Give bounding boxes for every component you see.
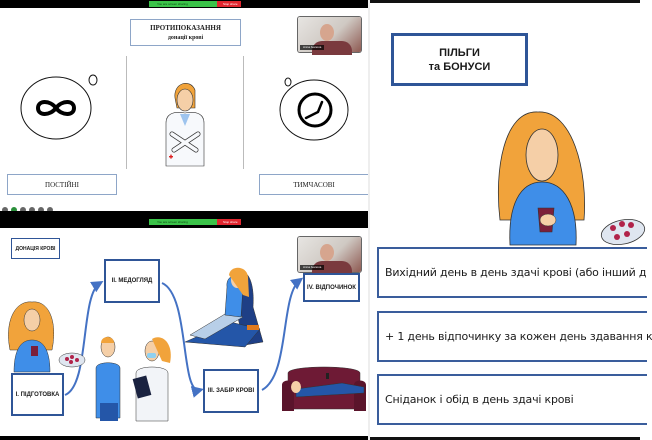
bubble-small <box>284 77 292 87</box>
woman-with-drink-illustration <box>497 111 646 246</box>
face <box>291 381 301 393</box>
reclining-person <box>295 382 365 398</box>
participant-video[interactable]: Anna Ivanova <box>298 237 361 275</box>
donor-in-chair-illustration <box>184 267 264 348</box>
benefits-title-box: ПІЛЬГИ та БОНУСИ <box>391 33 528 86</box>
person-on-sofa-illustration <box>282 366 366 411</box>
infinity-thought-bubble <box>20 74 98 140</box>
blood-bag <box>247 325 259 330</box>
pen-icon[interactable] <box>11 207 17 213</box>
step-preparation: І. ПІДГОТОВКА <box>11 373 64 416</box>
slide-title-box: ПРОТИПОКАЗАННЯ донації крові <box>130 19 241 46</box>
category-permanent: ПОСТІЙНІ <box>7 174 117 195</box>
step-blood-collection: ІІІ. ЗАБІР КРОВІ <box>203 369 259 413</box>
arrow-step3-to-step4 <box>261 277 304 391</box>
patient-hair <box>101 337 114 343</box>
bubble-outline <box>279 79 349 141</box>
share-controls: You are screen sharing Stop share <box>149 1 241 7</box>
bubble-outline <box>20 76 92 140</box>
divider-right <box>243 56 244 169</box>
benefits-title-line1: ПІЛЬГИ <box>439 46 480 59</box>
more-icon[interactable] <box>47 207 53 213</box>
doctor-hair <box>152 337 171 363</box>
doctor-and-patient-illustration <box>95 336 171 422</box>
lab-coat <box>165 112 205 167</box>
participant-name: Anna Ivanova <box>300 45 325 50</box>
divider-left <box>126 56 127 169</box>
annotation-toolbar <box>2 207 53 213</box>
stop-share-button[interactable]: Stop share <box>217 219 241 225</box>
phone <box>326 373 329 379</box>
sharing-indicator[interactable]: You are screen sharing <box>149 1 217 7</box>
mask <box>147 353 156 358</box>
woman-with-snacks-illustration <box>8 301 86 373</box>
patient-pants <box>100 403 118 421</box>
panel-bottom-bar <box>0 211 370 215</box>
slide-subtitle: донації крові <box>167 34 204 41</box>
video-icon[interactable] <box>29 207 35 213</box>
red-cross-v <box>170 154 172 159</box>
screenshot-icon[interactable] <box>20 207 26 213</box>
hair <box>229 267 249 297</box>
category-temporary: ТИМЧАСОВІ <box>259 174 369 195</box>
share-controls: You are screen sharing Stop share <box>149 219 241 225</box>
process-arrows <box>64 277 304 398</box>
sharing-indicator[interactable]: You are screen sharing <box>149 219 217 225</box>
face <box>23 308 41 332</box>
tool-icon[interactable] <box>2 207 8 213</box>
benefit-item-extra-rest-day: + 1 день відпочинку за кожен день здаван… <box>377 311 652 362</box>
participant-face <box>320 24 334 41</box>
hand <box>539 213 557 227</box>
screen-share-bar: You are screen sharing Stop share <box>0 215 370 228</box>
benefits-title-line2: та БОНУСИ <box>428 60 491 73</box>
slide-title: ДОНАЦІЯ КРОВІ <box>11 238 60 259</box>
participant-body <box>312 261 352 275</box>
infinity-icon <box>35 100 77 116</box>
step-medical-check: ІІ. МЕДОГЛЯД <box>104 259 160 303</box>
plate <box>58 352 86 368</box>
contraindications-slide-panel: You are screen sharing Stop share ПРОТИП… <box>0 0 370 215</box>
top-bar <box>370 0 640 3</box>
arrow-step2-to-step3 <box>161 282 204 398</box>
benefit-item-day-off: Вихідний день в день здачі крові (або ін… <box>377 247 647 298</box>
panel-divider <box>368 0 370 440</box>
bottom-bar <box>370 437 640 440</box>
donation-slide-panel: You are screen sharing Stop share ДОНАЦІ… <box>0 215 370 440</box>
participant-face <box>320 244 334 261</box>
stop-share-button[interactable]: Stop share <box>217 1 241 7</box>
participant-name: Anna Ivanova <box>300 265 325 270</box>
plate <box>600 219 646 245</box>
collar <box>180 114 190 126</box>
cup <box>31 346 38 356</box>
face <box>525 128 559 182</box>
benefits-slide-panel: ПІЛЬГИ та БОНУСИ Вихідний день в день зд… <box>370 0 652 440</box>
doctor-crossed-arms-illustration <box>165 83 205 167</box>
sofa-arms <box>282 380 366 411</box>
bubble-small <box>88 74 98 86</box>
sleeves <box>170 132 200 152</box>
face <box>176 88 194 112</box>
arrow-step1-to-step2 <box>64 280 104 396</box>
clock-icon <box>297 92 333 128</box>
panel-bottom-bar <box>0 436 370 440</box>
participant-body <box>312 41 352 55</box>
x-ray-tablet <box>132 375 152 399</box>
legs <box>189 310 244 340</box>
screen-share-bar: You are screen sharing Stop share <box>0 0 370 8</box>
clock-thought-bubble <box>279 77 349 141</box>
participant-video[interactable]: Anna Ivanova <box>298 17 361 55</box>
slide-title: ПРОТИПОКАЗАННЯ <box>150 23 221 32</box>
step-rest: ІV. ВІДПОЧИНОК <box>303 273 360 302</box>
benefit-item-meals: Сніданок і обід в день здачі крові <box>377 374 647 425</box>
record-icon[interactable] <box>38 207 44 213</box>
